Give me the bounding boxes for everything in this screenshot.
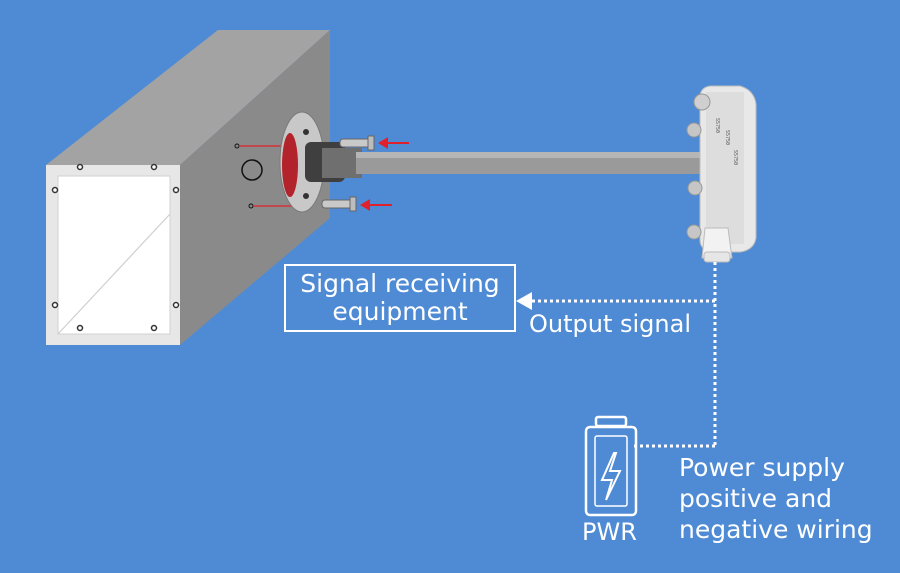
power-label-line2: positive and bbox=[679, 484, 833, 513]
power-label-line1: Power supply bbox=[679, 453, 845, 482]
output-signal-label: Output signal bbox=[529, 310, 691, 338]
signal-wire bbox=[532, 262, 717, 448]
duct-rivets bbox=[51, 163, 180, 332]
receiver-label-line2: equipment bbox=[332, 297, 468, 326]
mounting-flange bbox=[279, 111, 362, 213]
transmitter-housing: S5750 S5750 S5750 bbox=[686, 85, 757, 263]
air-duct bbox=[46, 30, 330, 345]
svg-text:S5750: S5750 bbox=[724, 130, 730, 145]
receiver-label-line1: Signal receiving bbox=[300, 269, 500, 298]
arrow-left-icon bbox=[516, 292, 532, 310]
svg-text:S5750: S5750 bbox=[714, 118, 720, 133]
power-supply-label: Power supply positive and negative wirin… bbox=[679, 452, 873, 545]
insert-arrow-icon bbox=[360, 137, 409, 211]
pwr-label: PWR bbox=[582, 518, 637, 546]
battery-lightning-icon bbox=[584, 415, 638, 517]
signal-receiving-equipment-box: Signal receiving equipment bbox=[284, 264, 516, 332]
power-label-line3: negative wiring bbox=[679, 515, 873, 544]
mounting-screws bbox=[321, 135, 375, 212]
sensor-probe bbox=[356, 152, 706, 174]
svg-text:S5750: S5750 bbox=[732, 150, 738, 165]
